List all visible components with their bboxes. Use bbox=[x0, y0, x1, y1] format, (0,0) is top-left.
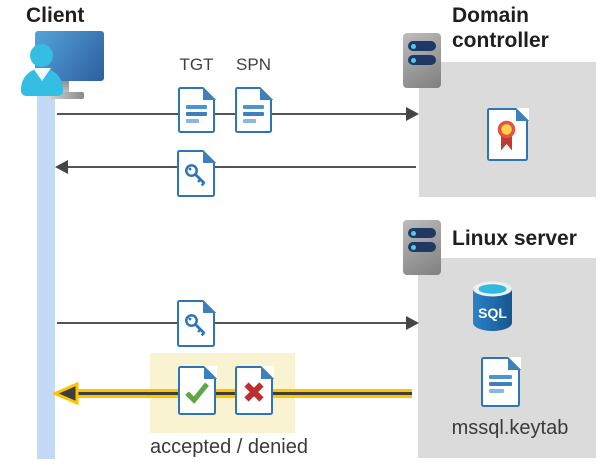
server-led bbox=[411, 43, 416, 49]
yellow-arrowhead-left-icon bbox=[53, 382, 79, 405]
keytab-label: mssql.keytab bbox=[451, 417, 569, 439]
result-caption: accepted / denied bbox=[150, 436, 308, 458]
page-fold bbox=[515, 107, 529, 121]
domain-controller-server-icon bbox=[403, 33, 441, 88]
page-fold bbox=[203, 365, 217, 379]
arrow-client-to-linux bbox=[57, 322, 408, 324]
document-text-lines bbox=[489, 375, 512, 393]
denied-document-icon bbox=[235, 365, 274, 415]
server-led bbox=[411, 244, 416, 250]
client-title: Client bbox=[26, 4, 85, 27]
domain-controller-title: Domain controller bbox=[452, 4, 549, 52]
sql-label: SQL bbox=[478, 305, 507, 321]
document-text-lines bbox=[186, 105, 207, 123]
page-fold bbox=[202, 86, 216, 100]
linux-server-title: Linux server bbox=[452, 227, 577, 250]
key-document-icon bbox=[177, 299, 216, 347]
person-collar bbox=[33, 68, 51, 81]
arrowhead-right-icon bbox=[406, 107, 419, 121]
arrowhead-left-icon bbox=[55, 160, 68, 174]
tgt-label: TGT bbox=[179, 55, 214, 74]
page-fold bbox=[259, 86, 273, 100]
client-timeline-bar bbox=[37, 87, 55, 459]
tgt-document-icon bbox=[178, 86, 216, 133]
arrowhead-right-icon bbox=[406, 316, 419, 330]
spn-label: SPN bbox=[236, 55, 271, 74]
spn-document-icon bbox=[235, 86, 273, 133]
accepted-document-icon bbox=[178, 365, 217, 415]
ribbon-seal-icon bbox=[497, 120, 515, 150]
server-slot bbox=[408, 242, 436, 252]
arrow-client-to-dc bbox=[57, 113, 408, 115]
arrow-dc-to-client bbox=[59, 166, 416, 168]
page-fold bbox=[202, 149, 216, 163]
server-slot bbox=[408, 228, 436, 238]
keytab-document-icon bbox=[481, 356, 521, 407]
linux-server-icon bbox=[403, 220, 441, 275]
certificate-document-icon bbox=[487, 107, 529, 161]
server-slot bbox=[408, 41, 436, 51]
server-slot bbox=[408, 55, 436, 65]
page-fold bbox=[202, 299, 216, 313]
key-icon bbox=[185, 313, 206, 336]
page-fold bbox=[507, 356, 521, 370]
key-document-icon bbox=[177, 149, 216, 197]
monitor-base bbox=[46, 92, 84, 99]
sql-database-icon: SQL bbox=[473, 281, 512, 331]
check-icon bbox=[185, 382, 209, 404]
server-led bbox=[411, 230, 416, 236]
cross-icon bbox=[244, 381, 264, 402]
key-icon bbox=[185, 163, 206, 186]
document-text-lines bbox=[243, 105, 264, 123]
page-fold bbox=[260, 365, 274, 379]
server-led bbox=[411, 57, 416, 63]
person-icon bbox=[30, 44, 53, 67]
